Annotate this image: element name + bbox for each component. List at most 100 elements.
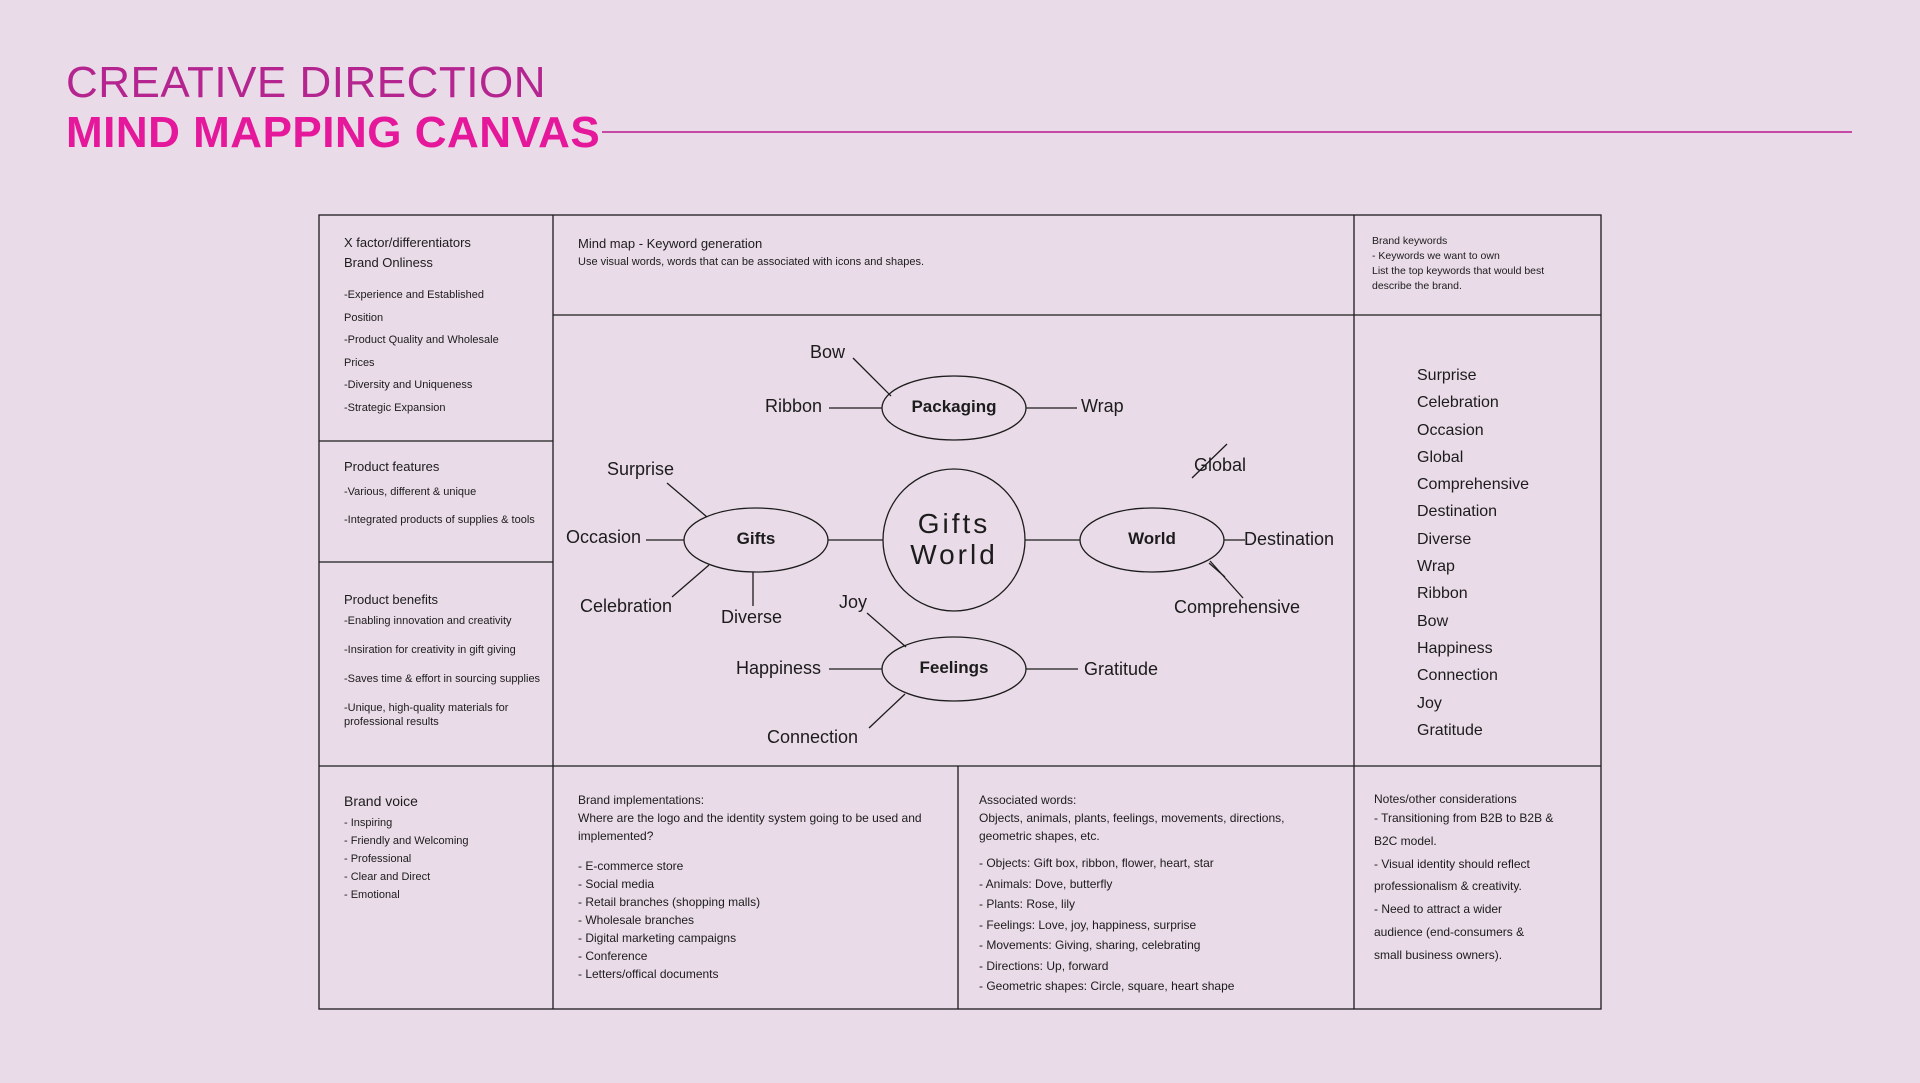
bow-label: Bow [810,342,846,362]
brand-keywords-title: Brand keywords [1372,235,1448,247]
occasion-label: Occasion [566,527,642,547]
connector [1191,443,1228,479]
list-item: audience (end-consumers & [1374,924,1525,939]
list-item: - Visual identity should reflect [1374,856,1530,871]
brand-keywords-header-cell: Brand keywords - Keywords we want to own… [1372,234,1584,294]
associated-words-heading: Associated words: [979,793,1077,807]
global-label: Global [1194,455,1247,475]
associated-words-intro: Objects, animals, plants, feelings, move… [979,811,1285,843]
list-item: -Product Quality and Wholesale [344,334,499,347]
list-item: -Strategic Expansion [344,401,446,414]
differentiators-cell: X factor/differentiators Brand Onliness … [344,233,544,420]
page-title-line2: MIND MAPPING CANVAS [66,108,601,157]
packaging-label: Packaging [911,397,997,416]
list-item: - Social media [578,877,655,891]
joy-label: Joy [839,592,868,612]
list-item: - Inspiring [344,817,393,829]
notes-heading: Notes/other considerations [1374,792,1517,806]
gratitude-label: Gratitude [1084,659,1159,679]
list-item: - Need to attract a wider [1374,902,1503,917]
title-divider [602,131,1852,133]
list-item: -Saves time & effort in sourcing supplie… [344,672,541,685]
mindmap-header-cell: Mind map - Keyword generation Use visual… [578,234,1278,270]
brand-implementations-cell: Brand implementations: Where are the log… [578,791,938,983]
surprise-label: Surprise [607,459,675,479]
brand-keywords-line2: List the top keywords that would best de… [1372,265,1545,292]
list-item: small business owners). [1374,947,1503,962]
world-label: World [1128,529,1176,548]
gifts-label: Gifts [736,529,776,548]
product-benefits-cell: Product benefits -Enabling innovation an… [344,590,550,729]
brand-implementations-question: Where are the logo and the identity syst… [578,811,922,843]
list-item: - Transitioning from B2B to B2B & [1374,811,1554,825]
list-item: Position [344,311,384,324]
list-item: - E-commerce store [578,859,684,873]
list-item: - Movements: Giving, sharing, celebratin… [979,938,1201,952]
brand-implementations-heading: Brand implementations: [578,793,705,807]
keyword-item: Celebration [1417,394,1499,412]
onliness-heading: Brand Onliness [344,254,433,270]
keyword-item: Bow [1417,612,1449,630]
list-item: - Emotional [344,889,400,901]
list-item: - Friendly and Welcoming [344,835,469,847]
connector [671,564,710,598]
diverse-label: Diverse [721,607,783,627]
list-item: - Letters/offical documents [578,967,719,981]
list-item: -Experience and Established [344,289,485,301]
keyword-item: Global [1417,448,1464,466]
list-item: - Wholesale branches [578,913,695,927]
associated-words-cell: Associated words: Objects, animals, plan… [979,791,1289,997]
page-title-line1: CREATIVE DIRECTION [66,58,547,107]
center-line2: World [910,539,998,570]
list-item: -Various, different & unique [344,485,477,498]
happiness-label: Happiness [736,658,822,678]
center-node-label: Gifts World [884,508,1024,570]
keyword-item: Gratitude [1417,721,1483,739]
connector [866,612,907,648]
list-item: - Geometric shapes: Circle, square, hear… [979,979,1235,993]
celebration-label: Celebration [580,596,673,616]
brand-voice-cell: Brand voice - Inspiring - Friendly and W… [344,791,544,904]
list-item: - Professional [344,853,412,865]
list-item: -Unique, high-quality materials for prof… [344,701,509,728]
list-item: - Directions: Up, forward [979,958,1109,973]
list-item: -Integrated products of supplies & tools [344,513,535,526]
connection-label: Connection [767,727,859,747]
center-line1: Gifts [917,508,991,539]
list-item: -Enabling innovation and creativity [344,614,512,627]
product-benefits-heading: Product benefits [344,592,438,607]
keyword-item: Comprehensive [1417,476,1530,494]
differentiators-heading: X factor/differentiators [344,235,471,250]
brand-voice-heading: Brand voice [344,793,418,809]
feelings-label: Feelings [919,658,989,677]
canvas-frame [318,214,1602,1010]
keyword-item: Connection [1417,667,1498,685]
connector [1209,560,1244,599]
brand-keywords-line1: - Keywords we want to own [1372,250,1500,262]
keyword-item: Happiness [1417,639,1493,657]
list-item: - Animals: Dove, butterfly [979,876,1113,891]
list-item: - Retail branches (shopping malls) [578,895,761,909]
keyword-item: Diverse [1417,530,1472,548]
keyword-item: Ribbon [1417,585,1468,603]
brand-keywords-list: Surprise Celebration Occasion Global Com… [1417,362,1529,744]
mindmap-subtitle: Use visual words, words that can be asso… [578,255,925,268]
connector [868,693,906,729]
keyword-item: Joy [1417,694,1442,712]
list-item: - Digital marketing campaigns [578,931,737,945]
destination-label: Destination [1244,529,1335,549]
wrap-label: Wrap [1081,396,1124,416]
product-features-cell: Product features -Various, different & u… [344,457,544,527]
keyword-item: Wrap [1417,558,1455,576]
list-item: - Feelings: Love, joy, happiness, surpri… [979,917,1197,932]
list-item: - Conference [578,949,648,963]
list-item: professionalism & creativity. [1374,879,1522,894]
ribbon-label: Ribbon [765,396,823,416]
list-item: - Clear and Direct [344,871,431,883]
comprehensive-label: Comprehensive [1174,597,1301,617]
keyword-item: Surprise [1417,367,1477,384]
notes-cell: Notes/other considerations - Transitioni… [1374,791,1589,967]
list-item: Prices [344,356,375,369]
